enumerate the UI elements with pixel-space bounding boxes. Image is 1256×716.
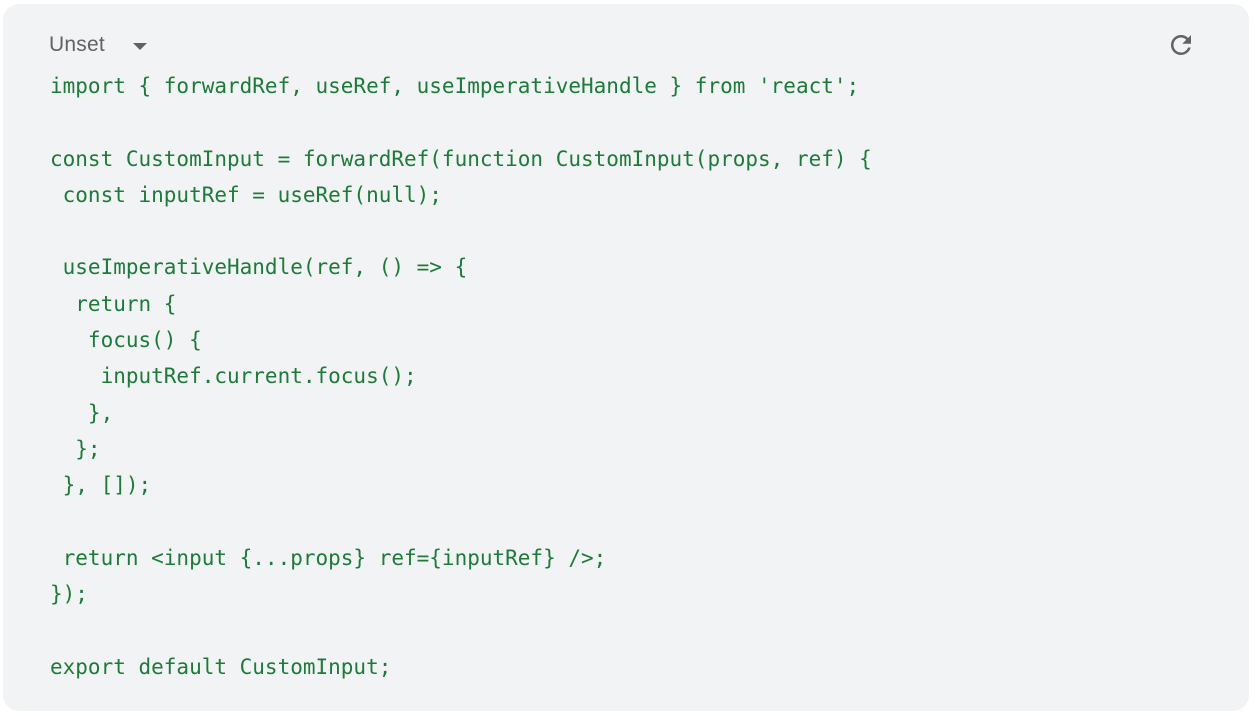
- language-label: Unset: [49, 33, 105, 56]
- code-line: [50, 504, 872, 540]
- code-line: [50, 213, 872, 249]
- code-line: };: [50, 436, 101, 461]
- code-toolbar: Unset: [3, 4, 1249, 84]
- code-line: focus() {: [50, 328, 202, 353]
- language-select[interactable]: Unset: [49, 30, 147, 60]
- chevron-down-icon: [132, 42, 147, 50]
- code-line: import { forwardRef, useRef, useImperati…: [50, 74, 860, 98]
- code-line: inputRef.current.focus();: [50, 364, 417, 389]
- reload-button[interactable]: [1166, 30, 1196, 60]
- code-line: const inputRef = useRef(null);: [50, 182, 442, 207]
- code-line: return {: [50, 291, 177, 316]
- code-block: import { forwardRef, useRef, useImperati…: [50, 68, 872, 685]
- code-line: export default CustomInput;: [50, 654, 392, 679]
- code-line: [50, 612, 872, 648]
- code-line: }, []);: [50, 473, 152, 498]
- code-line: const CustomInput = forwardRef(function …: [50, 146, 872, 171]
- code-line: useImperativeHandle(ref, () => {: [50, 255, 468, 280]
- code-line: return <input {...props} ref={inputRef} …: [50, 545, 607, 570]
- reload-icon: [1170, 34, 1191, 55]
- code-line: });: [50, 582, 88, 607]
- code-line: },: [50, 400, 114, 425]
- code-panel: Unset import { forwardRef, useRef, useIm…: [3, 4, 1249, 711]
- code-line: [50, 104, 872, 140]
